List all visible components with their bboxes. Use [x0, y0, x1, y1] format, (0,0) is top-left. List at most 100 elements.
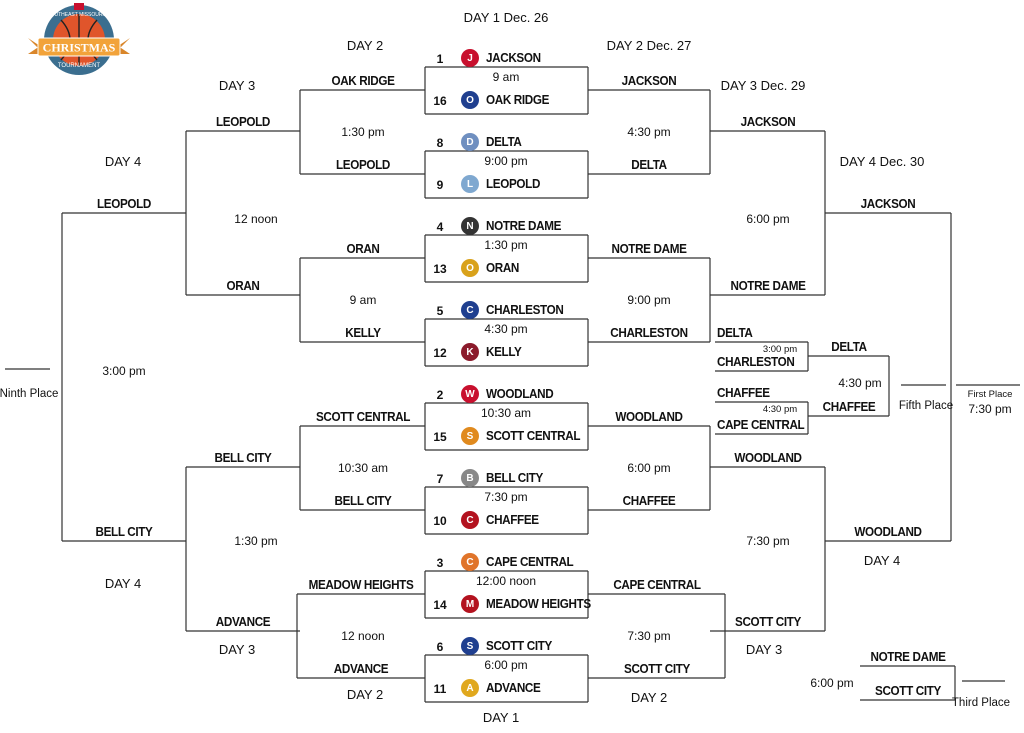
game-time: 9:00 pm: [484, 154, 528, 168]
game-time: 12 noon: [341, 629, 385, 643]
team-name: CHAFFEE: [486, 512, 539, 527]
game-time: 6:00 pm: [810, 676, 854, 690]
team-name: ADVANCE: [215, 614, 271, 629]
team-name: NOTRE DAME: [729, 278, 806, 293]
svg-text:TOURNAMENT: TOURNAMENT: [58, 63, 101, 69]
team-name: DELTA: [631, 157, 667, 172]
day-label: DAY 2: [630, 690, 668, 705]
seed-number: 12: [433, 346, 447, 360]
kelly-hawk-icon: K: [461, 343, 479, 361]
fifth-place-label: Fifth Place: [898, 400, 954, 412]
team-name: ORAN: [486, 260, 520, 275]
game-time: 9:00 pm: [627, 293, 671, 307]
team-name: DELTA: [486, 134, 522, 149]
game-time: 7:30 pm: [746, 534, 790, 548]
bell-city-paw-icon: B: [461, 469, 479, 487]
team-name: ORAN: [226, 278, 260, 293]
ninth-place-label: Ninth Place: [0, 388, 59, 400]
team-name: ADVANCE: [486, 680, 541, 695]
game-time: 12:00 noon: [475, 574, 537, 588]
team-name: LEOPOLD: [96, 196, 152, 211]
game-time: 10:30 am: [337, 461, 389, 475]
championship-time: 7:30 pm: [968, 402, 1012, 416]
team-name: CHAFFEE: [822, 399, 875, 414]
team-name: WOODLAND: [854, 524, 922, 539]
game-time: 3:00 pm: [762, 344, 798, 355]
team-name: CAPE CENTRAL: [612, 577, 701, 592]
day-label: DAY 3 Dec. 29: [720, 78, 806, 93]
delta-bobcat-icon: D: [461, 133, 479, 151]
team-name: JACKSON: [621, 73, 677, 88]
team-name: SCOTT CITY: [623, 661, 690, 676]
seed-number: 14: [433, 598, 447, 612]
team-name: LEOPOLD: [335, 157, 390, 172]
game-time: 4:30 pm: [762, 404, 798, 415]
game-time: 1:30 pm: [484, 238, 528, 252]
team-name: CAPE CENTRAL: [486, 554, 574, 569]
third-place-label: Third Place: [951, 697, 1011, 709]
team-name: JACKSON: [740, 114, 795, 129]
seed-number: 11: [433, 682, 447, 696]
seed-number: 13: [433, 262, 447, 276]
team-name: SCOTT CITY: [734, 614, 801, 629]
team-name: BELL CITY: [214, 450, 272, 465]
day-label: DAY 4: [104, 154, 142, 169]
game-time: 7:30 pm: [484, 490, 528, 504]
team-name: WOODLAND: [615, 409, 683, 424]
game-time: 9 am: [492, 70, 520, 84]
team-name: SCOTT CENTRAL: [315, 409, 410, 424]
game-time: 4:30 pm: [627, 125, 671, 139]
meadow-heights-panther-icon: M: [461, 595, 479, 613]
woodland-cardinal-icon: W: [461, 385, 479, 403]
game-time: 6:00 pm: [484, 658, 528, 672]
team-name: ADVANCE: [333, 661, 389, 676]
day-label: DAY 1 Dec. 26: [463, 10, 549, 25]
game-time: 7:30 pm: [627, 629, 671, 643]
team-name: NOTRE DAME: [611, 241, 687, 256]
oak-ridge-bird-icon: O: [461, 91, 479, 109]
game-time: 10:30 am: [480, 406, 532, 420]
svg-text:CHRISTMAS: CHRISTMAS: [43, 41, 116, 55]
team-name: KELLY: [486, 344, 522, 359]
team-name: DELTA: [717, 325, 753, 340]
team-name: NOTRE DAME: [869, 649, 946, 664]
game-time: 6:00 pm: [746, 212, 790, 226]
scott-central-scc-icon: S: [461, 427, 479, 445]
team-name: CHAFFEE: [622, 493, 676, 508]
day-label: DAY 3: [218, 78, 256, 93]
team-name: ORAN: [345, 241, 380, 256]
team-name: OAK RIDGE: [486, 92, 550, 107]
day-label: DAY 2: [346, 38, 384, 53]
team-name: JACKSON: [486, 50, 541, 65]
chaffee-reddevil-icon: C: [461, 511, 479, 529]
team-name: MEADOW HEIGHTS: [308, 577, 414, 592]
seed-number: 2: [436, 388, 444, 402]
day-label: DAY 4: [104, 576, 142, 591]
scott-city-sc-icon: S: [461, 637, 479, 655]
seed-number: 6: [436, 640, 444, 654]
team-name: OAK RIDGE: [330, 73, 395, 88]
seed-number: 9: [436, 178, 444, 192]
seed-number: 8: [436, 136, 444, 150]
seed-number: 3: [436, 556, 444, 570]
team-name: SCOTT CENTRAL: [486, 428, 581, 443]
day-label: DAY 4: [863, 553, 901, 568]
oran-eagle-icon: O: [461, 259, 479, 277]
team-name: NOTRE DAME: [486, 218, 562, 233]
seed-number: 15: [433, 430, 447, 444]
seed-number: 1: [436, 52, 444, 66]
seed-number: 5: [436, 304, 444, 318]
advance-hornet-icon: A: [461, 679, 479, 697]
team-name: BELL CITY: [333, 493, 392, 508]
team-name: JACKSON: [860, 196, 916, 211]
seed-number: 7: [436, 472, 444, 486]
team-name: CHARLESTON: [486, 302, 564, 317]
team-name: SCOTT CITY: [486, 638, 552, 653]
game-time: 9 am: [349, 293, 377, 307]
game-time: 1:30 pm: [341, 125, 385, 139]
team-name: CHARLESTON: [717, 354, 795, 369]
first-place-label: First Place: [967, 389, 1013, 400]
game-time: 3:00 pm: [102, 364, 146, 378]
seed-number: 16: [433, 94, 447, 108]
